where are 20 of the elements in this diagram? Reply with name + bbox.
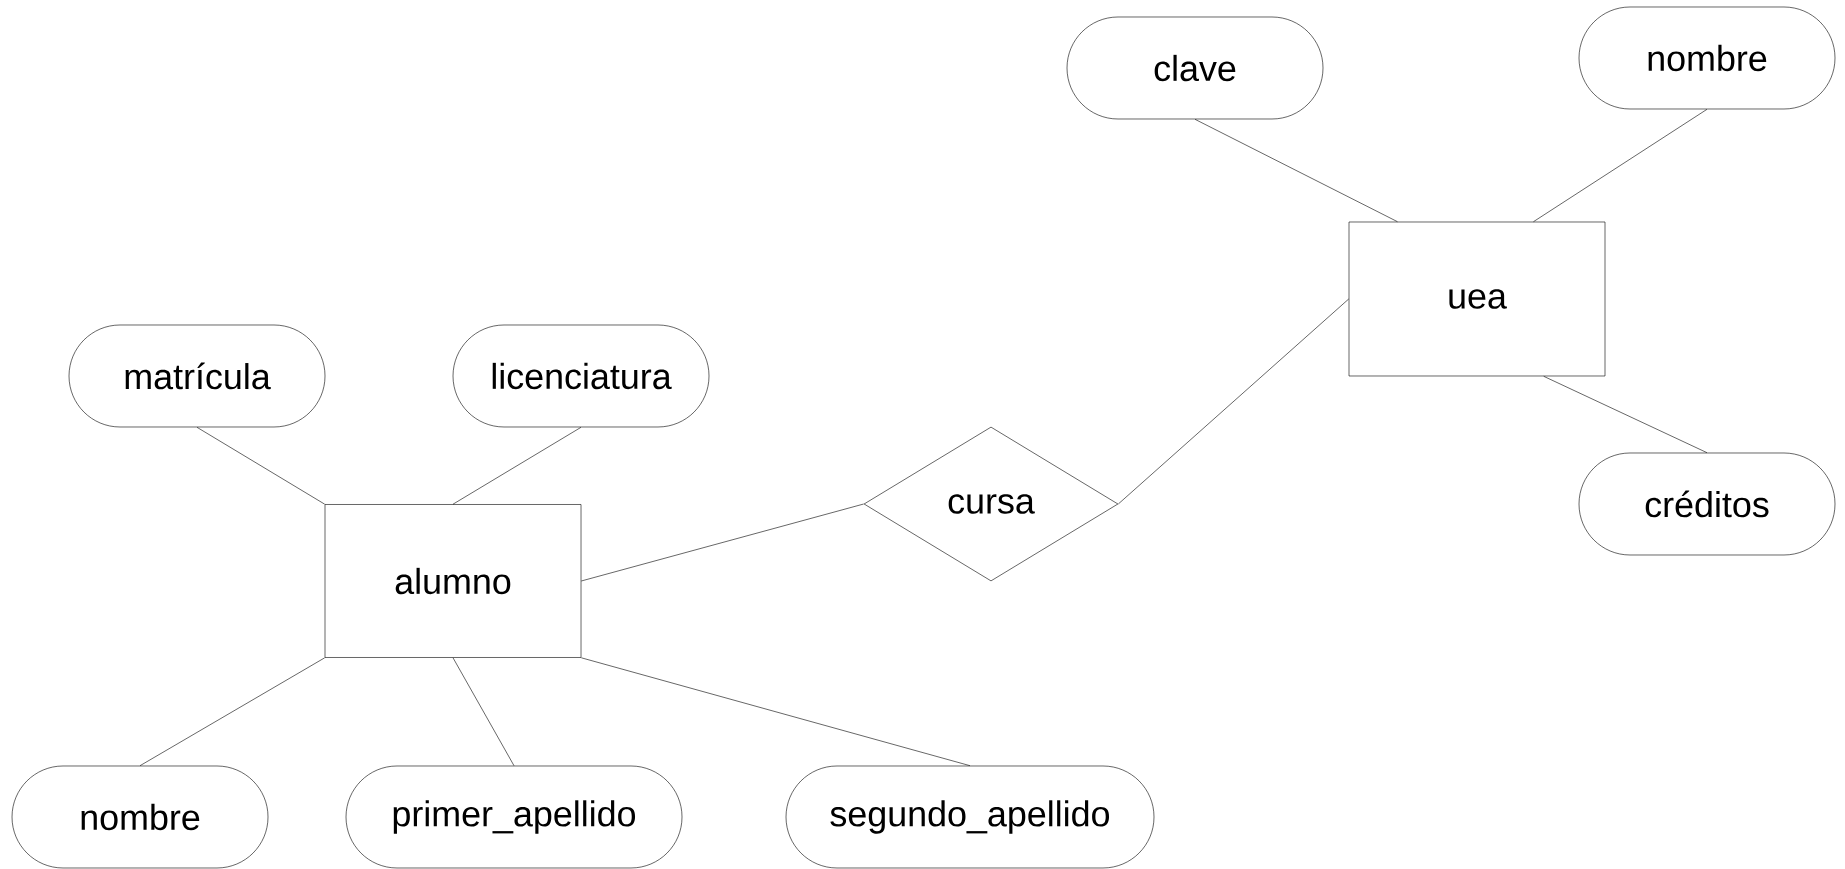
connector-line bbox=[1543, 376, 1708, 453]
attribute-pill: nombre bbox=[1578, 6, 1836, 110]
connector-line bbox=[196, 427, 325, 505]
attribute-pill: créditos bbox=[1578, 452, 1836, 556]
connector-line bbox=[139, 657, 325, 766]
attribute-pill: nombre bbox=[11, 765, 269, 869]
connector-line bbox=[581, 503, 864, 582]
attribute-pill: clave bbox=[1066, 16, 1324, 120]
entity-box: alumno bbox=[324, 504, 582, 658]
attribute-pill: licenciatura bbox=[452, 324, 710, 428]
attribute-pill: matrícula bbox=[68, 324, 326, 428]
connector-line bbox=[1118, 298, 1349, 505]
connector-line bbox=[452, 427, 582, 505]
entity-box: uea bbox=[1348, 221, 1606, 377]
connector-line bbox=[1533, 109, 1708, 222]
connector-line bbox=[581, 657, 971, 766]
attribute-pill: primer_apellido bbox=[345, 765, 683, 869]
connector-line bbox=[1194, 119, 1398, 222]
attribute-pill: segundo_apellido bbox=[785, 765, 1155, 869]
connector-line bbox=[452, 657, 515, 766]
